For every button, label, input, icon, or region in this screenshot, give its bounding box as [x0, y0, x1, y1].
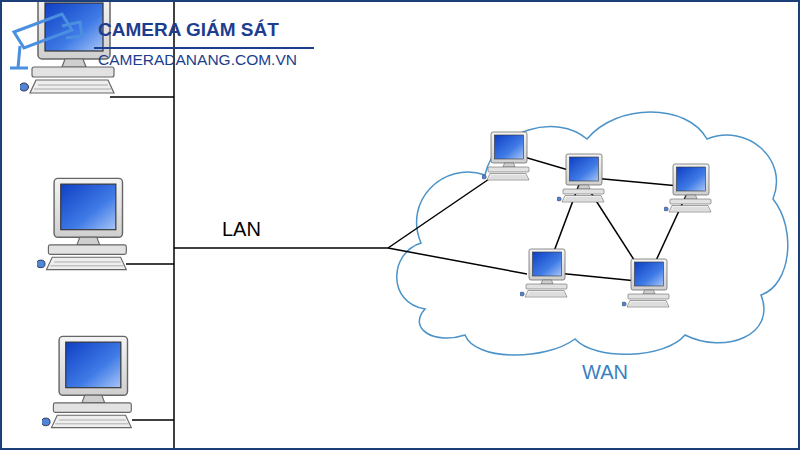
network-name: WAN [570, 361, 640, 384]
computer-icon [622, 259, 669, 307]
network-cloud: WAN [385, 97, 795, 407]
lan-bus [173, 2, 175, 448]
watermark-logo [10, 14, 314, 68]
network-label: LAN [222, 218, 261, 241]
computer-icon [482, 132, 529, 180]
computer-icon [520, 249, 567, 297]
lan-link [174, 247, 388, 249]
wan-links [388, 152, 690, 282]
lan-drop [126, 263, 174, 265]
watermark-title: CAMERA GIÁM SÁT [98, 19, 279, 41]
computer-icon [664, 164, 711, 212]
cloud-outline [385, 97, 795, 407]
cloud-shape [397, 112, 788, 355]
lan-drop [110, 96, 174, 98]
watermark-url: CAMERADANANG.COM.VN [98, 51, 297, 69]
computer-icon [37, 178, 127, 269]
computer-icon [42, 336, 132, 427]
computer-icon [557, 154, 604, 202]
lan-drop [132, 419, 174, 421]
